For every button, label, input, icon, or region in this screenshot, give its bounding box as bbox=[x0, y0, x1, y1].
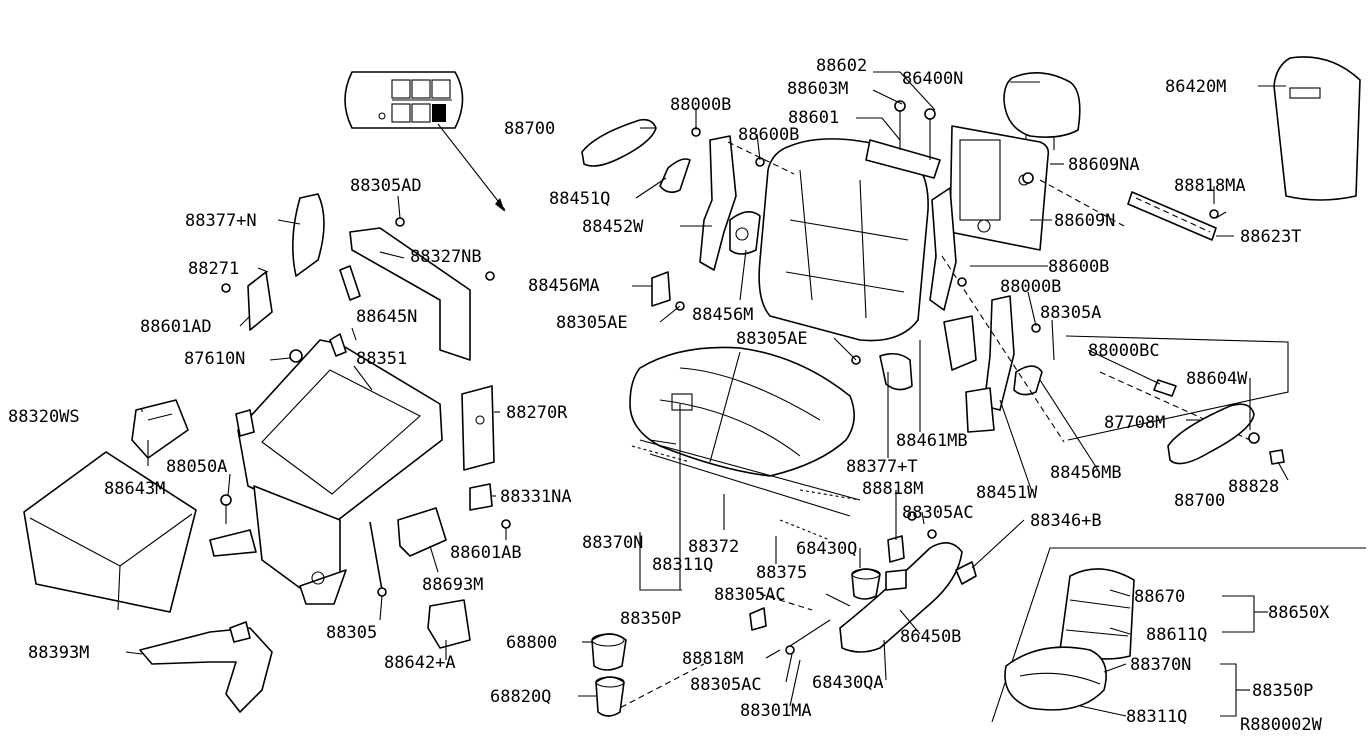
label-88331NA: 88331NA bbox=[500, 487, 572, 507]
label-88609N: 88609N bbox=[1054, 211, 1115, 231]
label-88377N: 88377+N bbox=[185, 211, 257, 231]
label-88623T: 88623T bbox=[1240, 227, 1301, 247]
cup-holder-part bbox=[591, 568, 881, 717]
part-labels: 88602 86400N 88603M 86420M 88000B 88601 … bbox=[8, 56, 1330, 735]
grille-part bbox=[1127, 191, 1227, 241]
label-88600B-mid: 88600B bbox=[1048, 257, 1109, 277]
bolt-icons bbox=[220, 127, 1219, 655]
label-88604W: 88604W bbox=[1186, 369, 1248, 389]
label-88000B: 88000B bbox=[670, 95, 731, 115]
label-88305AE-a: 88305AE bbox=[556, 313, 628, 333]
label-68430QA: 68430QA bbox=[812, 673, 884, 693]
dashed-leaders bbox=[611, 141, 1251, 713]
recliner-bracket-left-part bbox=[659, 135, 761, 271]
armrest-right-part bbox=[1065, 335, 1289, 465]
label-88350P-b: 88350P bbox=[1252, 681, 1313, 701]
label-88305AC-b: 88305AC bbox=[714, 585, 786, 605]
label-88305AD: 88305AD bbox=[350, 176, 422, 196]
label-88456MB: 88456MB bbox=[1050, 463, 1122, 483]
floor-duct-part bbox=[139, 621, 273, 713]
label-88828: 88828 bbox=[1228, 477, 1279, 497]
storage-bin-part bbox=[23, 451, 197, 613]
rod-part bbox=[369, 507, 471, 649]
label-88350P: 88350P bbox=[620, 609, 681, 629]
vehicle-locator-icon bbox=[344, 71, 506, 212]
label-88456MA: 88456MA bbox=[528, 276, 600, 296]
label-88451W: 88451W bbox=[976, 483, 1038, 503]
label-88642A: 88642+A bbox=[384, 653, 456, 673]
rear-seatback-panel-part bbox=[1273, 56, 1361, 201]
recliner-bracket-right-part bbox=[651, 187, 1043, 433]
seatback-part bbox=[758, 100, 941, 342]
label-88271: 88271 bbox=[188, 259, 239, 279]
headrest-part bbox=[1003, 72, 1081, 150]
label-88670: 88670 bbox=[1134, 587, 1185, 607]
label-88451Q: 88451Q bbox=[549, 189, 610, 209]
label-88818M-b: 88818M bbox=[682, 649, 743, 669]
label-88327NB: 88327NB bbox=[410, 247, 482, 267]
label-88305AE-b: 88305AE bbox=[736, 329, 808, 349]
label-88603M: 88603M bbox=[787, 79, 848, 99]
seatback-back-plate-part bbox=[949, 125, 1050, 251]
label-88370N-b: 88370N bbox=[1130, 655, 1191, 675]
label-88452W: 88452W bbox=[582, 217, 644, 237]
armrest-top-part bbox=[581, 118, 657, 167]
label-88377T: 88377+T bbox=[846, 457, 918, 477]
label-88375: 88375 bbox=[756, 563, 807, 583]
label-88643M: 88643M bbox=[104, 479, 165, 499]
label-88311Q: 88311Q bbox=[652, 555, 713, 575]
label-88601: 88601 bbox=[788, 108, 839, 128]
label-87708M: 87708M bbox=[1104, 413, 1165, 433]
label-88372: 88372 bbox=[688, 537, 739, 557]
seat-cushion-part bbox=[629, 346, 855, 477]
label-88346B: 88346+B bbox=[1030, 511, 1102, 531]
label-88700-b: 88700 bbox=[1174, 491, 1225, 511]
label-88270R: 88270R bbox=[506, 403, 568, 423]
label-86450B: 86450B bbox=[900, 627, 961, 647]
frame-rear-panel-part bbox=[339, 227, 471, 361]
label-86420M: 86420M bbox=[1165, 77, 1226, 97]
label-88601AB: 88601AB bbox=[450, 543, 522, 563]
side-trim-part bbox=[749, 535, 977, 653]
small-tray-part bbox=[131, 399, 189, 459]
label-88000BC: 88000BC bbox=[1088, 341, 1160, 361]
label-87610N: 87610N bbox=[184, 349, 245, 369]
label-88645N: 88645N bbox=[356, 307, 417, 327]
label-88601AD: 88601AD bbox=[140, 317, 212, 337]
label-88351: 88351 bbox=[356, 349, 407, 369]
label-88311Q-b: 88311Q bbox=[1126, 707, 1187, 727]
label-88818M-a: 88818M bbox=[862, 479, 923, 499]
leader-lines bbox=[125, 71, 1289, 717]
label-88456M: 88456M bbox=[692, 305, 753, 325]
label-86400N: 86400N bbox=[902, 69, 963, 89]
label-88320WS: 88320WS bbox=[8, 407, 80, 427]
label-88611Q: 88611Q bbox=[1146, 625, 1207, 645]
label-68820Q: 68820Q bbox=[490, 687, 551, 707]
label-88650X: 88650X bbox=[1268, 603, 1330, 623]
label-68800: 68800 bbox=[506, 633, 557, 653]
label-88609NA: 88609NA bbox=[1068, 155, 1140, 175]
label-88602: 88602 bbox=[816, 56, 867, 76]
label-88301MA: 88301MA bbox=[740, 701, 812, 721]
label-88370N: 88370N bbox=[582, 533, 643, 553]
label-88818MA: 88818MA bbox=[1174, 176, 1246, 196]
label-68430Q: 68430Q bbox=[796, 539, 857, 559]
diagram-ref-code: R880002W bbox=[1240, 715, 1323, 735]
side-bracket-part bbox=[247, 193, 495, 511]
label-88600B-top: 88600B bbox=[738, 125, 799, 145]
label-88693M: 88693M bbox=[422, 575, 483, 595]
seat-riser-frame-part bbox=[209, 333, 443, 605]
label-88305AC-a: 88305AC bbox=[902, 503, 974, 523]
label-88700: 88700 bbox=[504, 119, 555, 139]
label-88305AC-c: 88305AC bbox=[690, 675, 762, 695]
label-88050A: 88050A bbox=[166, 457, 227, 477]
label-88305A: 88305A bbox=[1040, 303, 1101, 323]
label-88393M: 88393M bbox=[28, 643, 89, 663]
label-88461MB: 88461MB bbox=[896, 431, 968, 451]
label-88305: 88305 bbox=[326, 623, 377, 643]
label-88000B-mid: 88000B bbox=[1000, 277, 1061, 297]
